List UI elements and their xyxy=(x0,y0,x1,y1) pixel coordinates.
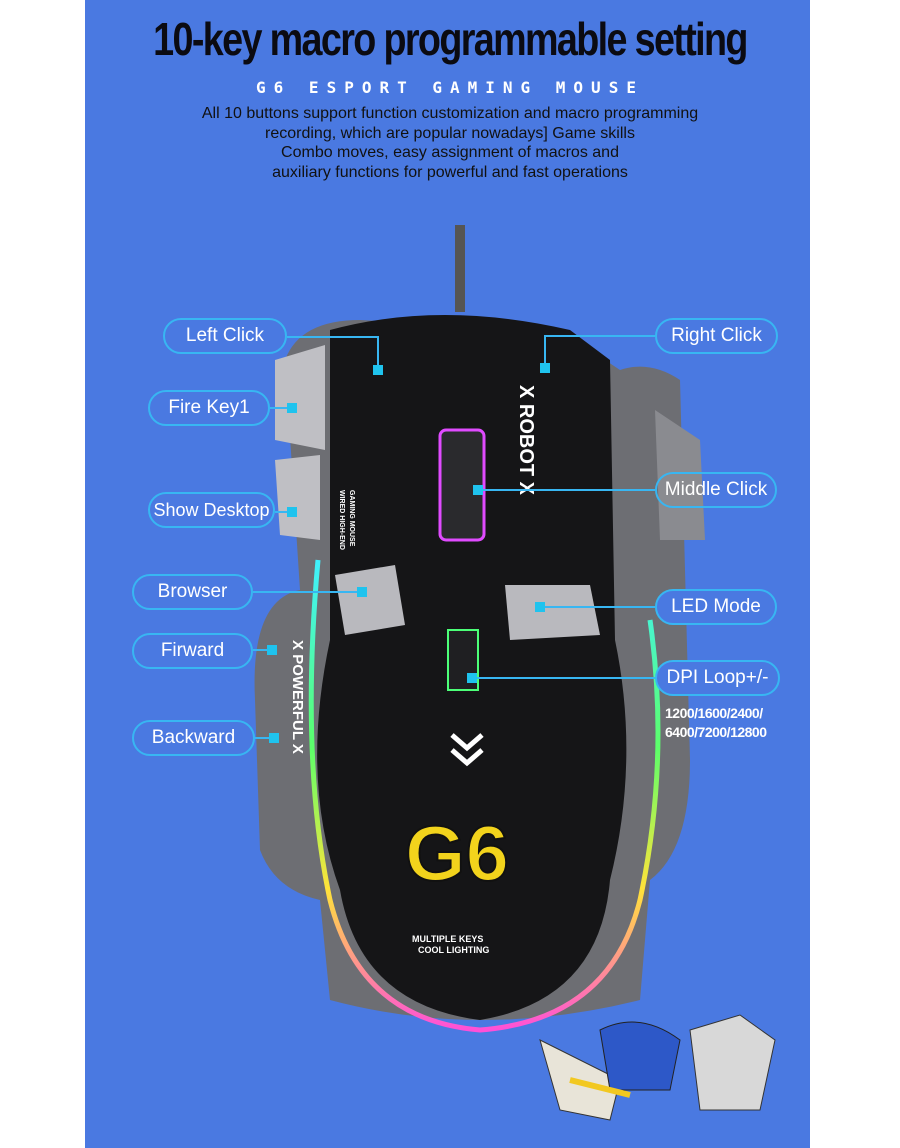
description-line: recording, which are popular nowadays] G… xyxy=(265,124,635,142)
powerful-print-text: POWERFUL xyxy=(289,654,306,740)
svg-text:X POWERFUL X: X POWERFUL X xyxy=(289,640,306,754)
chevrons-icon xyxy=(450,733,484,767)
product-subtitle: G6 ESPORT GAMING MOUSE xyxy=(256,78,644,97)
callout-lines xyxy=(253,335,655,739)
label-left-click: Left Click xyxy=(163,318,287,354)
dpi-values-line: 1200/1600/2400/ xyxy=(665,705,763,721)
label-right-click: Right Click xyxy=(655,318,778,354)
dpi-values: 1200/1600/2400/ 6400/7200/12800 xyxy=(665,704,767,742)
tagline-print: MULTIPLE KEYS xyxy=(412,934,483,944)
label-show-desktop: Show Desktop xyxy=(148,492,275,528)
side-text-print: WIRED HIGH-END GAMING MOUSE xyxy=(338,490,355,550)
scroll-wheel xyxy=(438,428,486,542)
label-forward: Firward xyxy=(132,633,253,669)
label-fire-key: Fire Key1 xyxy=(148,390,270,426)
g6-logo: G6 xyxy=(405,809,509,897)
label-dpi-loop: DPI Loop+/- xyxy=(655,660,780,696)
description-line: Combo moves, easy assignment of macros a… xyxy=(281,144,619,161)
svg-text:X ROBOT X: X ROBOT X xyxy=(515,385,537,496)
robot-print-text: ROBOT xyxy=(515,404,537,476)
label-led-mode: LED Mode xyxy=(655,589,777,625)
description-line: auxiliary functions for powerful and fas… xyxy=(272,163,628,181)
callout-markers xyxy=(267,363,550,743)
powerful-print: X POWERFUL X xyxy=(289,640,306,754)
side-text-line: GAMING MOUSE xyxy=(348,490,355,547)
led-mode-button xyxy=(505,585,600,640)
description-line: All 10 buttons support function customiz… xyxy=(201,105,699,122)
dpi-values-line: 6400/7200/12800 xyxy=(665,724,767,740)
rgb-strip xyxy=(308,559,661,1033)
tagline-print-2: COOL LIGHTING xyxy=(418,945,489,955)
page-title: 10-key macro programmable setting xyxy=(153,13,748,65)
label-browser: Browser xyxy=(132,574,253,610)
browser-button xyxy=(335,565,405,635)
product-description: All 10 buttons support function customiz… xyxy=(0,104,900,182)
left-button-keys xyxy=(275,345,325,540)
robot-print: X ROBOT X xyxy=(515,385,537,496)
label-backward: Backward xyxy=(132,720,255,756)
robot-figure xyxy=(539,1014,776,1121)
label-middle-click: Middle Click xyxy=(655,472,777,508)
side-text-line: WIRED HIGH-END xyxy=(338,490,345,550)
